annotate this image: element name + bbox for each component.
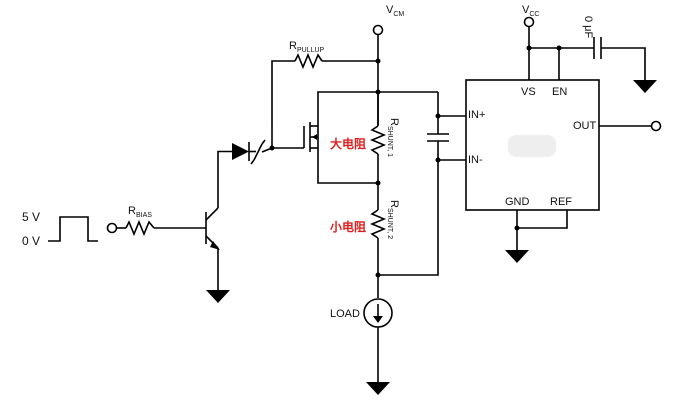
load-label: LOAD [330,308,360,320]
ground-symbol-cap [633,80,657,93]
mosfet [272,122,318,152]
label-5v: 5 V [22,210,40,224]
zener-diode [250,139,273,165]
pin-out: OUT [573,120,597,132]
pin-gnd: GND [505,196,530,208]
pin-in-plus: IN+ [468,109,485,121]
r-pullup [294,52,323,70]
r-bias [125,219,155,237]
r-shunt-2 [369,209,387,239]
vcc-label: VCC [522,4,539,18]
npn-transistor [205,207,220,250]
small-resistor-note: 小电阻 [330,219,366,234]
ground-symbol-ic [505,250,529,263]
pullup-wire-left [271,60,295,125]
vcc-terminal [523,16,535,28]
input-capacitor [427,125,449,150]
out-terminal [650,120,662,132]
decoupling-capacitor [593,37,602,59]
pin-ref: REF [550,196,572,208]
chip-part-marking [508,135,556,157]
vcm-label: VCM [386,4,404,18]
r-shunt-1 [369,125,387,155]
pulse-waveform [48,216,98,242]
ground-symbol-npn [206,290,230,303]
big-resistor-note: 大电阻 [330,136,366,151]
diode [232,142,256,161]
label-0v: 0 V [22,234,40,248]
bias-input-terminal [106,222,118,234]
pin-vs: VS [521,86,536,98]
ground-symbol-load [366,382,390,395]
rshunt1-label: RSHUNT, 1 [386,118,400,157]
vcm-terminal [372,24,384,36]
rshunt2-label: RSHUNT, 2 [386,200,400,239]
rpullup-label: RPULLUP [289,40,325,54]
node-pullup [375,58,381,64]
rbias-label: RBIAS [128,205,152,219]
pin-en: EN [552,86,567,98]
inminus-wire [378,150,439,276]
pin-in-minus: IN- [468,154,483,166]
current-sense-amp [465,79,600,211]
cap-label: 0 μF [582,16,594,39]
